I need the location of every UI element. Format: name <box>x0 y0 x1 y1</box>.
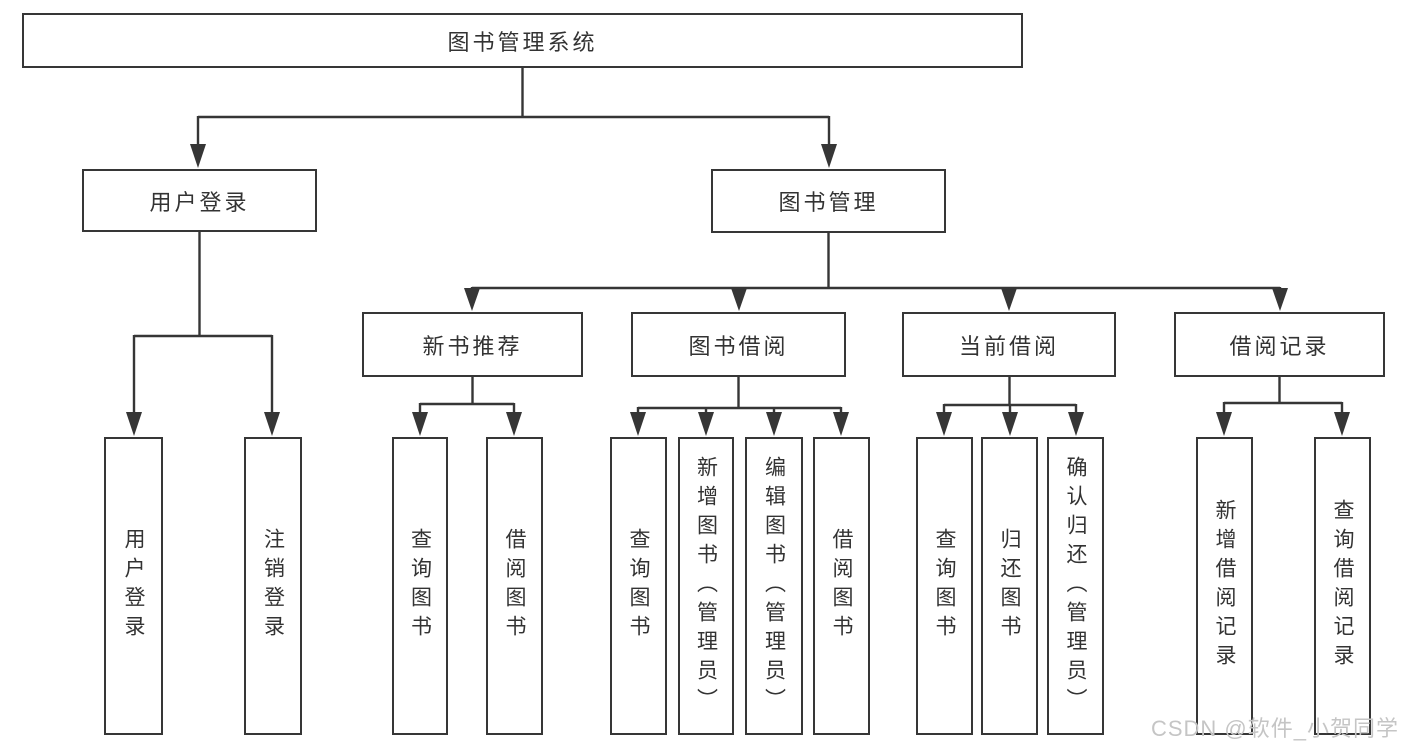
connector-root-to-level2 <box>196 68 831 148</box>
node-label: 借阅记录 <box>1229 333 1330 359</box>
connector-current-borrowing-to-leaves <box>942 377 1078 416</box>
connector-borrowing-records-to-leaves <box>1222 377 1344 416</box>
node-user-login: 用户登录 <box>82 169 317 232</box>
node-label: 用户登录 <box>122 528 146 644</box>
connector-book-borrowing-to-leaves <box>636 377 843 416</box>
connector-new-book-recommend-to-leaves <box>418 377 516 416</box>
node-label: 查询借阅记录 <box>1331 499 1355 673</box>
node-label: 借阅图书 <box>503 528 527 644</box>
node-label: 用户登录 <box>149 189 250 215</box>
connector-book-management-to-level3 <box>470 233 1282 292</box>
node-label: 查询图书 <box>933 528 957 644</box>
leaf-borrow-books-recommend: 借阅图书 <box>486 437 543 735</box>
node-label: 新增图书（管理员） <box>694 455 718 717</box>
node-label: 归还图书 <box>998 528 1022 644</box>
node-label: 图书借阅 <box>688 333 789 359</box>
node-library-system: 图书管理系统 <box>22 13 1023 68</box>
node-label: 确认归还（管理员） <box>1064 455 1088 717</box>
node-label: 图书管理系统 <box>447 29 598 55</box>
node-label: 注销登录 <box>261 528 285 644</box>
connector-root-arrowheads <box>190 144 837 168</box>
connector-user-login-to-leaves <box>132 232 274 416</box>
node-label: 图书管理 <box>778 190 879 215</box>
leaf-query-borrow-record: 查询借阅记录 <box>1314 437 1371 735</box>
leaf-logout: 注销登录 <box>244 437 302 735</box>
node-label: 编辑图书（管理员） <box>762 455 786 717</box>
leaf-query-books-current: 查询图书 <box>916 437 973 735</box>
node-new-book-recommend: 新书推荐 <box>362 312 583 377</box>
connector-level3-arrowheads <box>464 288 1288 311</box>
node-label: 查询图书 <box>627 528 651 644</box>
node-borrowing-records: 借阅记录 <box>1174 312 1385 377</box>
node-label: 查询图书 <box>408 528 432 644</box>
node-label: 新增借阅记录 <box>1213 499 1237 673</box>
node-current-borrowing: 当前借阅 <box>902 312 1116 377</box>
leaf-edit-book-admin: 编辑图书（管理员） <box>745 437 803 735</box>
node-label: 借阅图书 <box>830 528 854 644</box>
leaf-borrow-books: 借阅图书 <box>813 437 870 735</box>
leaf-return-book: 归还图书 <box>981 437 1038 735</box>
leaf-add-book-admin: 新增图书（管理员） <box>678 437 734 735</box>
node-book-borrowing: 图书借阅 <box>631 312 846 377</box>
leaf-query-books-borrowing: 查询图书 <box>610 437 667 735</box>
connector-leaf-arrowheads <box>126 412 1350 436</box>
leaf-confirm-return-admin: 确认归还（管理员） <box>1047 437 1104 735</box>
node-label: 新书推荐 <box>422 333 523 359</box>
leaf-add-borrow-record: 新增借阅记录 <box>1196 437 1253 735</box>
csdn-watermark: CSDN @软件_小贺同学 <box>1150 716 1399 741</box>
node-label: 当前借阅 <box>958 333 1059 359</box>
node-book-management: 图书管理 <box>711 169 946 233</box>
leaf-user-login: 用户登录 <box>104 437 163 735</box>
leaf-query-books-recommend: 查询图书 <box>392 437 448 735</box>
